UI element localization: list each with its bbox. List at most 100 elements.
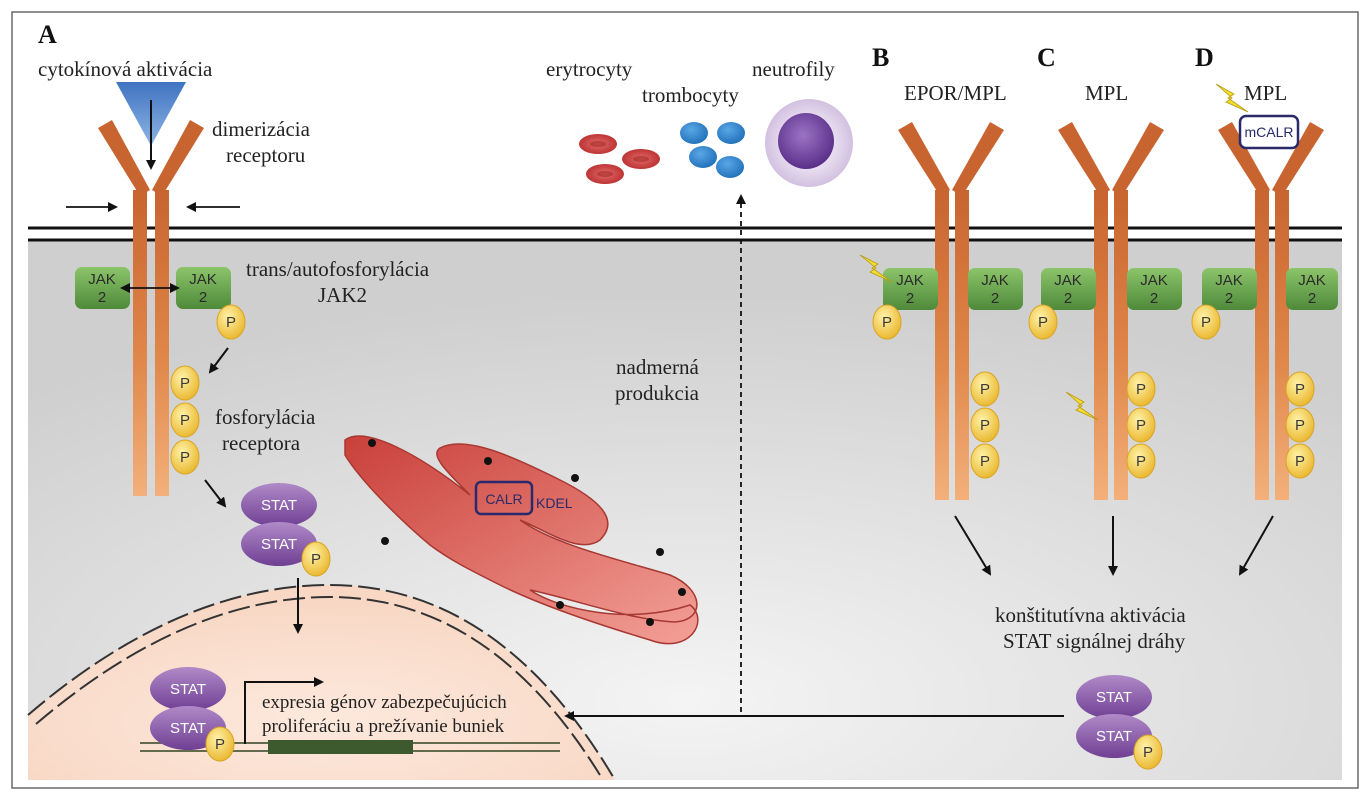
svg-text:2: 2 xyxy=(906,290,914,307)
jak2-a-right: JAK 2 xyxy=(176,267,231,309)
phosphate-jak-b: P xyxy=(872,304,902,340)
receptor-a xyxy=(98,120,204,496)
svg-text:P: P xyxy=(980,417,990,434)
jak2-b-left: JAK 2 xyxy=(883,268,938,310)
erythrocyte-cells xyxy=(579,134,660,184)
jak2-d-right: JAK 2 xyxy=(1286,268,1338,310)
receptor-phos-label-2: receptora xyxy=(222,431,301,455)
svg-text:JAK: JAK xyxy=(896,272,924,289)
stat-dimer-right: STAT STAT P xyxy=(1076,675,1163,770)
phosphate-jak-c: P xyxy=(1028,304,1058,340)
svg-text:JAK: JAK xyxy=(1298,272,1326,289)
svg-text:2: 2 xyxy=(1064,290,1072,307)
svg-text:JAK: JAK xyxy=(1140,272,1168,289)
svg-text:P: P xyxy=(1038,314,1048,331)
mcalr-box xyxy=(1238,114,1300,150)
arrow-b-to-stat xyxy=(954,515,992,576)
svg-text:STAT: STAT xyxy=(1096,728,1132,745)
receptor-phos-label-1: fosforylácia xyxy=(215,405,316,429)
svg-text:2: 2 xyxy=(1308,290,1316,307)
phosphates-receptor-b: P P P xyxy=(970,371,1000,479)
stat-dimer-a: STAT STAT P xyxy=(241,483,331,577)
phosphate-receptor-a-3: P xyxy=(170,439,200,475)
lightning-bolt-icon xyxy=(1065,391,1099,421)
cytokine-activation-label: cytokínová aktivácia xyxy=(38,57,213,81)
receptor-b-label: EPOR/MPL xyxy=(904,81,1007,105)
panel-letter-c: C xyxy=(1037,43,1056,72)
phosphate-jak-d: P xyxy=(1191,304,1221,340)
transphos-label-2: JAK2 xyxy=(318,283,367,307)
receptor-c-label: MPL xyxy=(1085,81,1128,105)
overproduction-label-1: nadmerná xyxy=(616,355,699,379)
endoplasmic-reticulum xyxy=(344,435,699,645)
expression-label-2: proliferáciu a prežívanie buniek xyxy=(262,716,505,737)
transphos-label-1: trans/autofosforylácia xyxy=(246,257,430,281)
panel-letter-a: A xyxy=(38,20,57,49)
platelet-cells xyxy=(680,122,745,178)
phosphorylation-arrow xyxy=(208,347,229,374)
constitutive-label-2: STAT signálnej dráhy xyxy=(1003,629,1186,653)
svg-text:P: P xyxy=(215,736,225,753)
svg-text:STAT: STAT xyxy=(170,681,206,698)
receptor-d-label: MPL xyxy=(1244,81,1287,105)
svg-text:P: P xyxy=(311,551,321,568)
panel-letter-b: B xyxy=(872,43,889,72)
svg-text:P: P xyxy=(980,453,990,470)
panel-letter-d: D xyxy=(1195,43,1214,72)
svg-text:P: P xyxy=(1143,744,1153,761)
svg-text:STAT: STAT xyxy=(261,536,297,553)
overproduction-label-2: produkcia xyxy=(615,381,700,405)
stat-recruit-arrow xyxy=(204,479,227,508)
transcription-start-arrow xyxy=(244,677,324,744)
jak2-b-right: JAK 2 xyxy=(968,268,1023,310)
svg-text:P: P xyxy=(1295,453,1305,470)
svg-text:P: P xyxy=(1136,381,1146,398)
dimerization-label-1: dimerizácia xyxy=(212,117,311,141)
svg-text:JAK: JAK xyxy=(1054,272,1082,289)
dimerization-label-2: receptoru xyxy=(226,143,306,167)
phosphates-receptor-d: P P P xyxy=(1285,371,1315,479)
svg-text:P: P xyxy=(180,449,190,466)
svg-text:P: P xyxy=(1295,381,1305,398)
svg-text:P: P xyxy=(1201,314,1211,331)
svg-text:P: P xyxy=(1136,453,1146,470)
svg-text:STAT: STAT xyxy=(170,720,206,737)
neutrophil-cell xyxy=(765,99,853,187)
arrow-d-to-stat xyxy=(1239,515,1274,576)
svg-text:STAT: STAT xyxy=(1096,689,1132,706)
svg-text:2: 2 xyxy=(991,290,999,307)
mcalr-label: mCALR xyxy=(1244,124,1293,140)
calr-label: CALR xyxy=(485,491,522,507)
calr-box xyxy=(474,480,534,516)
svg-text:P: P xyxy=(180,375,190,392)
phosphates-receptor-c: P P P xyxy=(1126,371,1156,479)
receptor-c xyxy=(1058,122,1164,500)
expression-label-1: expresia génov zabezpečujúcich xyxy=(262,692,507,713)
erythrocytes-label: erytrocyty xyxy=(546,57,633,81)
jak2-c-right: JAK 2 xyxy=(1127,268,1182,310)
receptor-d xyxy=(1218,122,1324,500)
svg-text:JAK: JAK xyxy=(1215,272,1243,289)
svg-text:JAK: JAK xyxy=(981,272,1009,289)
svg-text:2: 2 xyxy=(1225,290,1233,307)
svg-text:2: 2 xyxy=(98,289,106,306)
jak2-d-left: JAK 2 xyxy=(1202,268,1257,310)
svg-text:P: P xyxy=(1295,417,1305,434)
svg-text:P: P xyxy=(980,381,990,398)
lightning-bolt-icon xyxy=(859,254,893,283)
jak2-c-left: JAK 2 xyxy=(1041,268,1096,310)
svg-text:P: P xyxy=(180,412,190,429)
svg-text:2: 2 xyxy=(199,289,207,306)
receptor-b xyxy=(898,122,1004,500)
svg-text:P: P xyxy=(226,314,236,331)
platelets-label: trombocyty xyxy=(642,83,739,107)
kdel-label: KDEL xyxy=(536,495,573,511)
svg-text:JAK: JAK xyxy=(189,271,217,288)
phosphate-jak-a: P xyxy=(216,304,246,340)
constitutive-label-1: konštitutívna aktivácia xyxy=(995,603,1186,627)
svg-text:JAK: JAK xyxy=(88,271,116,288)
phosphate-receptor-a-1: P xyxy=(170,365,200,401)
lightning-bolt-icon xyxy=(1215,83,1249,113)
jak2-a-left: JAK 2 xyxy=(75,267,130,309)
